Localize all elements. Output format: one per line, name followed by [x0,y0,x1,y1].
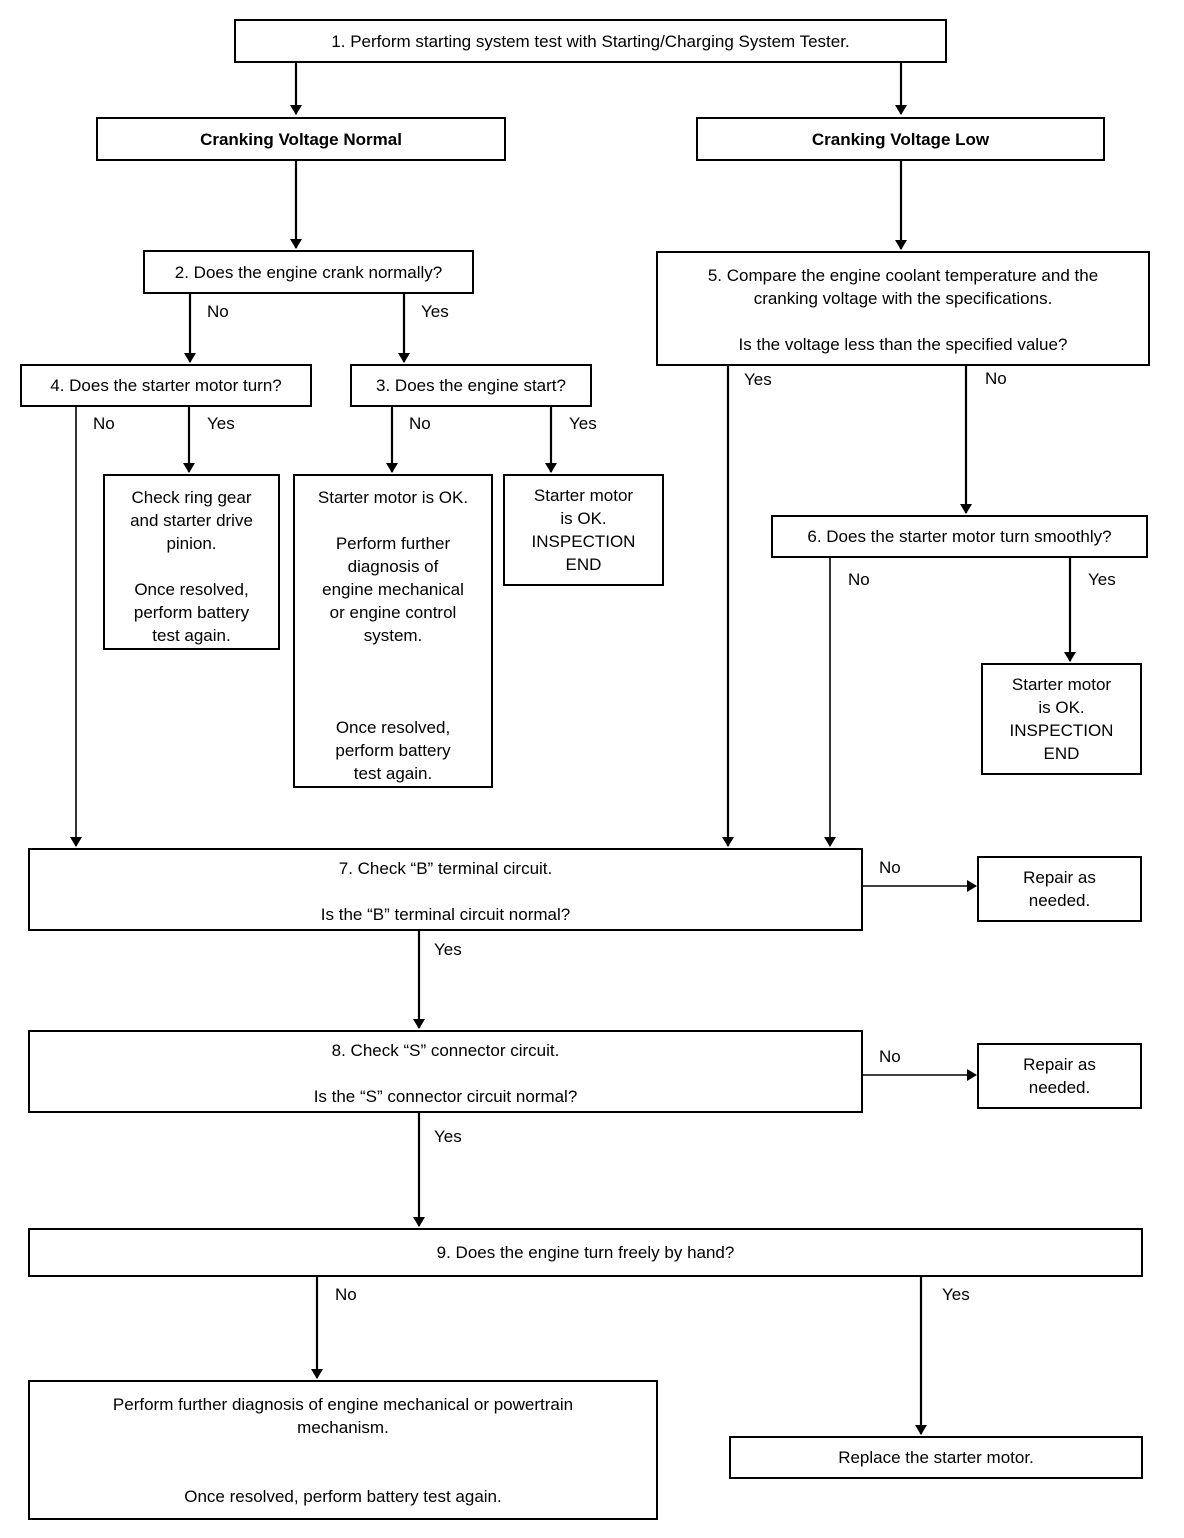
step2-text: 2. Does the engine crank normally? [174,262,443,282]
ok1-l1: Starter motor [533,486,634,505]
step6-text: 6. Does the starter motor turn smoothly? [807,527,1112,546]
ok1-l4: END [565,555,602,574]
mech-l3: Once resolved, perform battery test agai… [184,1487,502,1506]
inspection-end-box-1: Starter motor is OK. INSPECTION END [503,474,664,586]
repair1-l2: needed. [1028,891,1091,910]
step9-box: 9. Does the engine turn freely by hand? [28,1228,1143,1277]
step5-line1: 5. Compare the engine coolant temperatur… [707,266,1099,285]
ring-gear-l6: test again. [152,626,231,645]
step3-box: 3. Does the engine start? [350,364,592,407]
replace-starter-box: Replace the starter motor. [729,1436,1143,1479]
ok2-l1: Starter motor [1011,675,1112,694]
step3-text: 3. Does the engine start? [376,376,566,395]
step5-line3: Is the voltage less than the specified v… [738,335,1068,354]
further-l3: diagnosis of [347,557,439,576]
repair-box-1: Repair as needed. [977,856,1142,922]
cranking-normal-text: Cranking Voltage Normal [200,129,402,149]
repair2-l2: needed. [1028,1078,1091,1097]
label-no-2: No [207,302,229,321]
cranking-low-text: Cranking Voltage Low [811,129,990,149]
cranking-low-box: Cranking Voltage Low [696,117,1105,161]
step8-box: 8. Check “S” connector circuit. Is the “… [28,1030,863,1113]
inspection-end-box-2: Starter motor is OK. INSPECTION END [981,663,1142,775]
ring-gear-l5: perform battery [133,603,250,622]
further-l1: Starter motor is OK. [317,488,469,507]
step1-text: 1. Perform starting system test with Sta… [331,31,850,51]
label-no-6: No [848,570,870,589]
label-yes-6: Yes [1088,570,1116,589]
step4-box: 4. Does the starter motor turn? [20,364,312,407]
mech-l1: Perform further diagnosis of engine mech… [112,1395,574,1414]
step9-text: 9. Does the engine turn freely by hand? [436,1243,735,1262]
mechanical-diagnosis-box: Perform further diagnosis of engine mech… [28,1380,658,1520]
ring-gear-l3: pinion. [166,534,217,553]
further-diagnosis-box: Starter motor is OK. Perform further dia… [293,474,493,788]
further-l9: test again. [353,764,433,783]
label-no-7: No [879,858,901,877]
ok2-l3: INSPECTION [1009,721,1114,740]
ok1-l3: INSPECTION [531,532,636,551]
step5-box: 5. Compare the engine coolant temperatur… [656,251,1150,366]
step5-line2: cranking voltage with the specifications… [753,289,1053,308]
further-l5: or engine control [329,603,457,622]
label-no-9: No [335,1285,357,1304]
ring-gear-l1: Check ring gear [131,488,252,507]
step7-l1: 7. Check “B” terminal circuit. [338,859,553,878]
ring-gear-l4: Once resolved, [134,580,249,599]
label-yes-3: Yes [569,414,597,433]
label-no-3: No [409,414,431,433]
ok2-l2: is OK. [1038,698,1085,717]
repair1-l1: Repair as [1023,868,1096,887]
replace-text: Replace the starter motor. [838,1448,1034,1467]
step1-box: 1. Perform starting system test with Sta… [234,19,947,63]
step6-box: 6. Does the starter motor turn smoothly? [771,515,1148,558]
mech-l2: mechanism. [297,1418,389,1437]
label-yes-7: Yes [434,940,462,959]
cranking-normal-box: Cranking Voltage Normal [96,117,506,161]
label-no-8: No [879,1047,901,1066]
repair-box-2: Repair as needed. [977,1043,1142,1109]
ok2-l4: END [1043,744,1080,763]
label-yes-8: Yes [434,1127,462,1146]
ok1-l2: is OK. [560,509,607,528]
step2-box: 2. Does the engine crank normally? [143,250,474,294]
step8-l1: 8. Check “S” connector circuit. [331,1041,560,1060]
label-no-4: No [93,414,115,433]
label-yes-5: Yes [744,370,772,389]
step7-l2: Is the “B” terminal circuit normal? [320,905,571,924]
label-yes-9: Yes [942,1285,970,1304]
label-yes-4: Yes [207,414,235,433]
label-no-5: No [985,369,1007,388]
ring-gear-l2: and starter drive [130,511,253,530]
further-l2: Perform further [335,534,451,553]
label-yes-2: Yes [421,302,449,321]
ring-gear-box: Check ring gear and starter drive pinion… [103,474,280,650]
further-l8: perform battery [335,741,451,760]
step8-l2: Is the “S” connector circuit normal? [313,1087,578,1106]
step4-text: 4. Does the starter motor turn? [50,376,282,395]
step7-box: 7. Check “B” terminal circuit. Is the “B… [28,848,863,931]
further-l6: system. [363,626,423,645]
further-l4: engine mechanical [322,580,464,599]
repair2-l1: Repair as [1023,1055,1096,1074]
further-l7: Once resolved, [335,718,451,737]
